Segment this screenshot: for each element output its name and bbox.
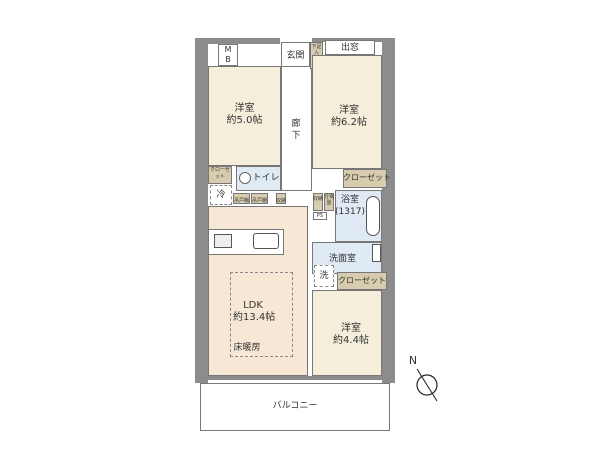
room-size: 約4.4帖 [333,335,369,346]
room-name: 洋室 [234,103,255,114]
ps [313,212,327,220]
entrance-label: 玄関 [286,51,305,61]
bay-window-label: 出窓 [340,43,359,53]
closet-label: クローゼット [343,173,391,182]
shoe-storage-label: 下足入 [311,44,322,56]
closet-label: クローゼット [338,276,386,285]
closet-small [208,166,232,184]
closet-room-2 [343,169,387,188]
balcony-label: バルコニー [272,401,318,411]
fridge [210,185,232,205]
floor-heating-area [230,272,293,357]
hanging-cabinet-2 [251,193,268,204]
storage-1 [276,193,286,204]
room-name: 洋室 [341,323,361,334]
compass: N [405,355,445,405]
closet-room-3 [337,272,387,290]
western-room-3 [312,290,382,376]
western-room-1 [208,66,281,166]
distribution-board-label: 分電盤 [324,194,335,206]
right-wall [382,38,395,383]
stove-icon [214,234,232,248]
washer-label: 洗 [319,271,329,281]
storage-label: 収納 [276,198,287,204]
floor-heating-label: 床暖房 [233,343,261,353]
hanging-cabinet-label: 吊戸棚 [233,198,249,204]
toilet-fixture-icon [239,172,251,184]
closet-small-label: クローゼット [209,167,230,180]
left-wall [195,38,208,383]
balcony [200,383,390,431]
western-room-2 [312,55,382,169]
room-size: 約13.4帖 [233,312,276,323]
room-size: 約6.2帖 [331,117,367,128]
entrance [281,42,310,67]
bay-window [325,40,375,55]
sink-icon [253,233,279,249]
washer [314,265,334,287]
toilet-label: トイレ [252,173,280,183]
bath-label: 浴室 [340,195,359,205]
washroom-label: 洗面室 [328,254,356,264]
hallway [281,66,312,191]
storage-label: 収納 [313,196,324,202]
fridge-label: 冷 [216,190,226,200]
top-wall [195,38,280,44]
north-arrow-icon [416,368,438,402]
compass-north-label: N [408,354,418,367]
washbasin-icon [372,244,381,262]
room-name: 洋室 [339,105,359,116]
storage-2 [313,193,323,211]
bath-size: (1317) [335,207,365,217]
bathtub-icon [366,196,380,236]
distribution-board [324,193,334,211]
ps-label: PS [316,213,324,219]
hallway-label: 廊下 [291,119,301,141]
room-name: LDK [243,300,263,311]
room-size: 約5.0帖 [226,115,263,126]
hanging-cabinet-1 [233,193,250,204]
bottom-wall [195,376,395,380]
hanging-cabinet-label: 吊戸棚 [251,198,267,204]
